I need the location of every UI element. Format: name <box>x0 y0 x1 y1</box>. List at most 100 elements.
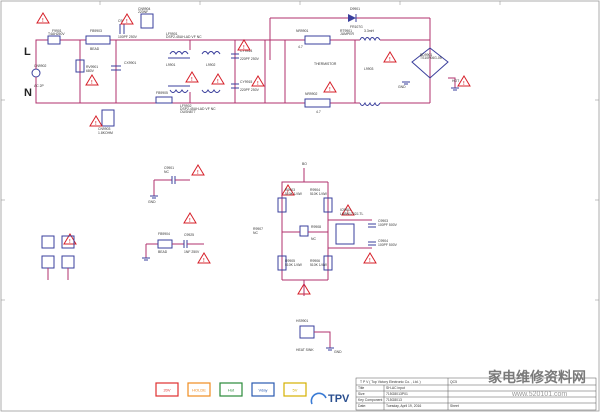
bo-label: BO <box>302 162 307 166</box>
c9903-value: 100PF 500V <box>378 223 398 227</box>
warning-icon <box>85 74 99 86</box>
r2-value: 510K 1/4W <box>310 192 328 196</box>
cap-c9921 <box>119 24 125 34</box>
tb-date: Tuesday, April 19, 2016 <box>386 404 421 408</box>
r9908-nc: NC <box>311 237 316 241</box>
warning-icon <box>185 71 199 83</box>
legend-label: Vday <box>258 388 267 393</box>
mounting-pads <box>41 235 75 280</box>
safety-warnings: ! ! ! ! ! ! ! ! ! ! ! ! ! ! ! ! ! ! ! <box>36 12 471 295</box>
r3-ref: R9905 <box>285 259 295 263</box>
cy1-ref: CY9914 <box>240 49 252 53</box>
connector-ref: CN9902 <box>34 64 47 68</box>
varistor-ref: RV9901 <box>86 65 98 69</box>
fuse-f9901 <box>47 35 61 45</box>
tb-part-no: 715G8013 <box>386 398 402 402</box>
svg-text:!: ! <box>42 18 44 24</box>
thermistor-label: THERMISTOR <box>314 62 337 66</box>
svg-text:!: ! <box>91 80 93 86</box>
fb9904-ref: FB9904 <box>158 232 170 236</box>
watermark-text: 家电维修资料网 <box>488 369 586 385</box>
fb9904-value: BEAD <box>158 250 168 254</box>
svg-text:!: ! <box>95 121 97 127</box>
tb-sheet-name: SH-AC input <box>386 386 405 390</box>
line-filter-lf9902 <box>201 51 221 93</box>
warning-icon <box>323 81 337 93</box>
svg-text:!: ! <box>197 170 199 176</box>
cy1-value: 220PF 250V <box>240 57 260 61</box>
svg-text:!: ! <box>329 87 331 93</box>
bead-value: BEAD <box>90 47 100 51</box>
resistor-r9907 <box>299 225 309 237</box>
svg-text:!: ! <box>257 81 259 87</box>
gnd3-label: GND <box>334 350 342 354</box>
resistor-r9903 <box>277 197 287 213</box>
warning-icon <box>341 204 355 216</box>
gnd-label: GND <box>398 85 406 89</box>
border-ticks <box>1 1 599 301</box>
svg-text:!: ! <box>189 218 191 224</box>
legend-box <box>283 382 307 397</box>
thermistor-nr9901 <box>304 35 331 45</box>
ac-input: L N CN9902 AC 2P <box>24 46 47 99</box>
nr2-ref: NR9902 <box>305 92 318 96</box>
line-filter-lf9901 <box>168 51 190 93</box>
ic-ic9901 <box>335 223 355 245</box>
svg-text:!: ! <box>389 57 391 63</box>
tb-doc-no: 715G8013P01 <box>386 392 408 396</box>
connector-value: AC 2P <box>34 84 45 88</box>
heatsink-hs9901: HS9901 HEAT SINK GND <box>296 319 342 354</box>
pad-icon <box>41 235 55 249</box>
bead-fb9904-circuit: FB9904 BEAD C9925 1NF 250V <box>142 232 204 261</box>
r-bot-value: 4.7 <box>316 110 321 114</box>
varistor-value: 680V <box>86 69 95 73</box>
bottom-note: OUSN877 <box>180 110 196 114</box>
d9901-value: FR107G <box>350 25 363 29</box>
c9901-ref: C9901 <box>164 166 174 170</box>
hs-ref: HS9901 <box>296 319 308 323</box>
warning-icon <box>237 39 251 51</box>
diode-d9901 <box>348 14 356 22</box>
warning-icon <box>383 51 397 63</box>
gnd2-label: GND <box>148 200 156 204</box>
c9903-ref: C9903 <box>378 219 388 223</box>
tb-sheet-label: Sheet <box>450 404 459 408</box>
fuse-value: T4AH250V <box>48 32 65 36</box>
l2-ref: L9902 <box>206 63 216 67</box>
c9925-ref: C9925 <box>184 233 194 237</box>
line-label: L <box>24 46 31 58</box>
r9908-ref: R9908 <box>311 225 321 229</box>
ycap-cy9915 <box>231 83 239 89</box>
svg-text:!: ! <box>243 45 245 51</box>
lf1-spec: DSP2-45UH-AD VF NC <box>166 35 202 39</box>
heatsink-label: HEAT SINK <box>296 348 314 352</box>
r3-value: 510K 1/4W <box>285 263 303 267</box>
tb-model: Key Component <box>358 398 382 402</box>
r1-ref: R9903 <box>285 188 295 192</box>
legend-box <box>155 382 179 397</box>
svg-text:!: ! <box>191 77 193 83</box>
l9903-spec: 3.3mH <box>364 29 375 33</box>
tb-size-label: Size <box>358 392 365 396</box>
choke-ref: CN9903 <box>98 127 111 131</box>
svg-text:!: ! <box>287 190 289 196</box>
legend-label: Hot <box>228 388 235 393</box>
ic-ref: IC9901 <box>340 208 351 212</box>
main-wires <box>35 17 456 104</box>
lf1-ref: LF9901 <box>166 32 178 36</box>
warning-icon <box>63 233 77 245</box>
r-top-value: 4.7 <box>298 45 303 49</box>
hot-label: HOT <box>452 79 459 83</box>
legend-box <box>219 382 243 397</box>
r1-value: 510K 1/4W <box>285 192 303 196</box>
r4-ref: R9906 <box>310 259 320 263</box>
warning-icon <box>211 73 225 85</box>
choke-cn9903 <box>101 109 115 127</box>
heatsink-symbol <box>299 325 315 339</box>
svg-text:!: ! <box>126 19 128 25</box>
bead-fb9903 <box>85 35 111 45</box>
rt-ref: RT9901 <box>340 29 352 33</box>
bead-fb9905 <box>155 96 173 104</box>
warning-icon <box>120 13 134 25</box>
